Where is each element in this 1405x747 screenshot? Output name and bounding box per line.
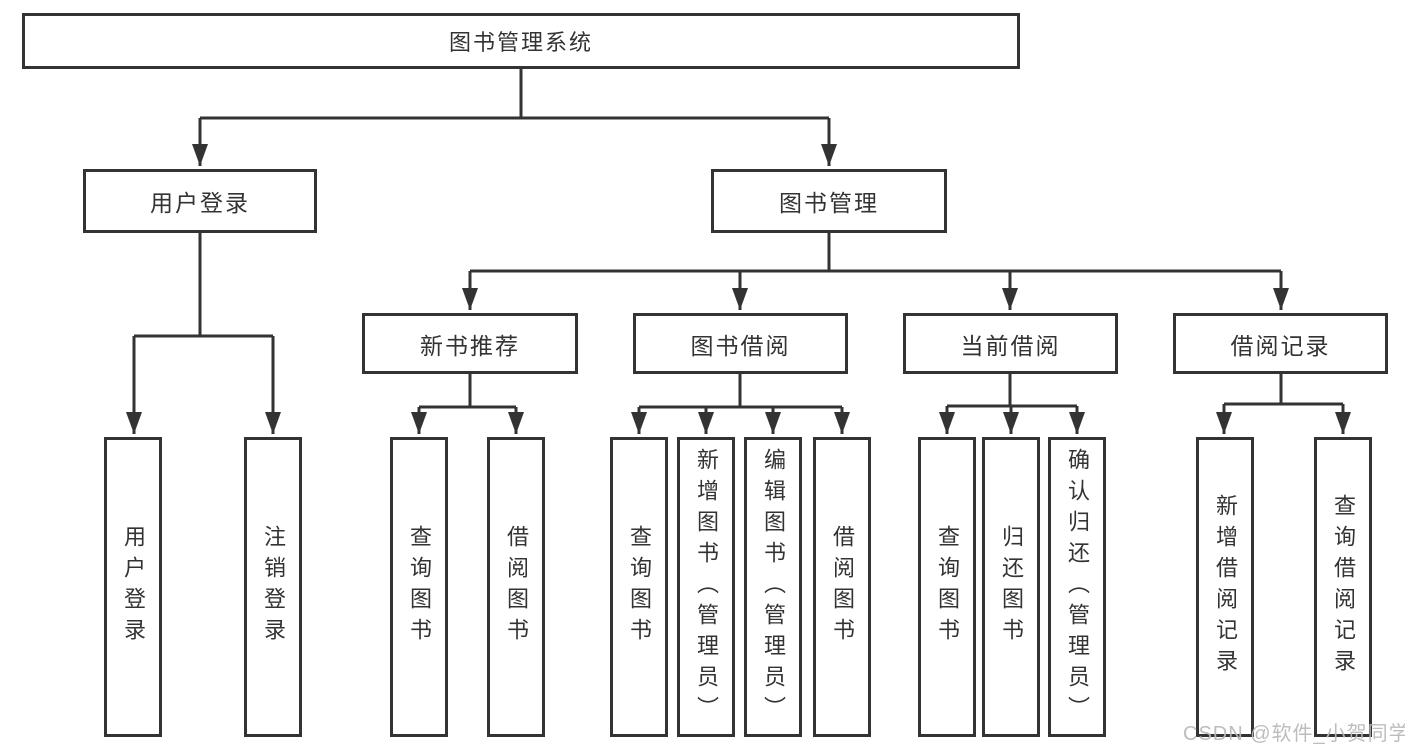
node-leaf-edit-books-admin: 编辑图书（管理员） xyxy=(744,437,802,737)
node-leaf-query-books-2: 查询图书 xyxy=(610,437,668,737)
node-root-system: 图书管理系统 xyxy=(22,13,1020,69)
node-new-book-recommend: 新书推荐 xyxy=(362,313,578,374)
node-leaf-user-login: 用户登录 xyxy=(104,437,162,737)
node-leaf-query-borrow-record: 查询借阅记录 xyxy=(1314,437,1372,737)
node-user-login: 用户登录 xyxy=(83,169,317,233)
node-leaf-borrow-books-2: 借阅图书 xyxy=(813,437,871,737)
csdn-watermark: CSDN @软件_小贺同学 xyxy=(1183,723,1405,745)
node-leaf-add-borrow-record: 新增借阅记录 xyxy=(1196,437,1254,737)
node-leaf-logout: 注销登录 xyxy=(244,437,302,737)
node-leaf-add-books-admin: 新增图书（管理员） xyxy=(677,437,735,737)
node-borrowing-records: 借阅记录 xyxy=(1173,313,1388,374)
node-leaf-query-books-3: 查询图书 xyxy=(918,437,976,737)
node-leaf-return-books: 归还图书 xyxy=(982,437,1040,737)
node-current-borrowing: 当前借阅 xyxy=(903,313,1118,374)
node-leaf-confirm-return-admin: 确认归还（管理员） xyxy=(1048,437,1106,737)
node-book-borrowing: 图书借阅 xyxy=(633,313,848,374)
node-book-management: 图书管理 xyxy=(711,169,947,233)
node-leaf-borrow-books-1: 借阅图书 xyxy=(487,437,545,737)
node-leaf-query-books-1: 查询图书 xyxy=(390,437,448,737)
